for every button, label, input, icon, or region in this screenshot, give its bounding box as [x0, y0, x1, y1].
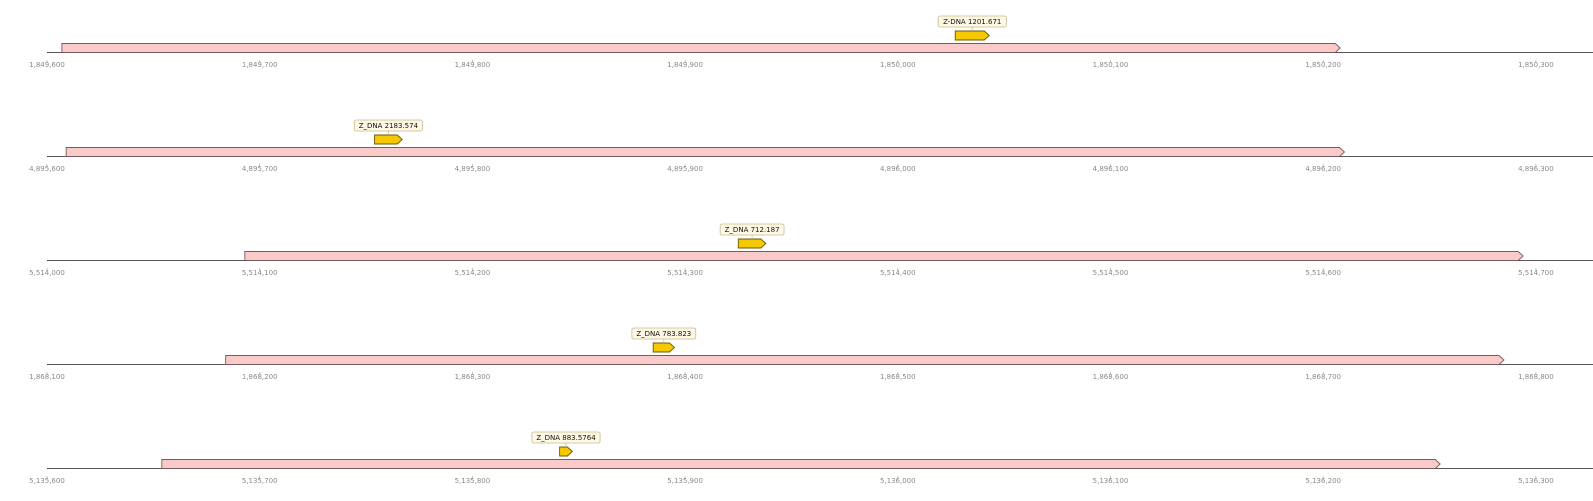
- tick-label: 5,135,800: [455, 477, 491, 485]
- track-3: 5,514,000 5,514,100 5,514,200 5,514,300 5,51…: [29, 223, 1593, 277]
- feature-label-badge[interactable]: [531, 431, 601, 444]
- region-bar[interactable]: [65, 147, 1346, 157]
- tick-label: 1,868,600: [1093, 373, 1129, 381]
- tick-label: 1,868,500: [880, 373, 916, 381]
- feature-arrow[interactable]: [737, 238, 767, 249]
- tick-label: 5,514,400: [880, 269, 916, 277]
- tick-label: 1,849,600: [29, 61, 65, 69]
- tick-label: 1,850,200: [1305, 61, 1341, 69]
- tick-label: 5,135,900: [667, 477, 703, 485]
- track-5: 5,135,600 5,135,700 5,135,800 5,135,900 5,13…: [29, 431, 1593, 485]
- tick-label: 1,868,400: [667, 373, 703, 381]
- tick-label: 5,136,300: [1518, 477, 1554, 485]
- feature-label-badge[interactable]: [937, 15, 1007, 28]
- tick-label: 4,895,800: [455, 165, 491, 173]
- tick-label: 5,514,100: [242, 269, 278, 277]
- tick-label: 1,849,700: [242, 61, 278, 69]
- feature-label: Z_DNA 783.823: [636, 330, 691, 338]
- tick-label: 5,136,000: [880, 477, 916, 485]
- tick-label: 4,896,200: [1305, 165, 1341, 173]
- feature-label: Z_DNA 883.5764: [536, 434, 596, 442]
- feature-arrow[interactable]: [954, 30, 990, 41]
- tick-label: 5,514,600: [1305, 269, 1341, 277]
- tick-label: 1,849,900: [667, 61, 703, 69]
- feature-label: Z-DNA 1201.671: [943, 18, 1001, 26]
- feature-label-badge[interactable]: [353, 119, 423, 132]
- feature-label: Z_DNA 2183.574: [359, 122, 419, 130]
- feature-arrow[interactable]: [374, 134, 403, 145]
- tick-label: 1,868,700: [1305, 373, 1341, 381]
- tick-label: 1,850,100: [1093, 61, 1129, 69]
- tick-label: 5,135,600: [29, 477, 65, 485]
- tick-label: 4,896,100: [1093, 165, 1129, 173]
- tick-label: 5,514,000: [29, 269, 65, 277]
- tick-label: 5,514,200: [455, 269, 491, 277]
- region-bar[interactable]: [61, 43, 1341, 53]
- tick-label: 1,850,000: [880, 61, 916, 69]
- tick-label: 1,868,300: [455, 373, 491, 381]
- tick-label: 5,136,200: [1305, 477, 1341, 485]
- tick-label: 5,514,700: [1518, 269, 1554, 277]
- tick-label: 4,895,600: [29, 165, 65, 173]
- tick-label: 1,850,300: [1518, 61, 1554, 69]
- tick-label: 4,895,900: [667, 165, 703, 173]
- tick-label: 4,895,700: [242, 165, 278, 173]
- feature-label: Z_DNA 712.187: [725, 226, 780, 234]
- tick-label: 1,868,800: [1518, 373, 1554, 381]
- tick-label: 4,896,000: [880, 165, 916, 173]
- tick-label: 4,896,300: [1518, 165, 1554, 173]
- region-bar[interactable]: [225, 355, 1505, 365]
- tick-label: 5,135,700: [242, 477, 278, 485]
- tick-label: 5,514,500: [1093, 269, 1129, 277]
- track-1: 1,849,600 1,849,700 1,849,800 1,849,900 1,85…: [29, 15, 1593, 69]
- tick-label: 1,849,800: [455, 61, 491, 69]
- track-2: 4,895,600 4,895,700 4,895,800 4,895,900 4,89…: [29, 119, 1593, 173]
- tick-label: 1,868,100: [29, 373, 65, 381]
- tick-label: 5,136,100: [1093, 477, 1129, 485]
- tick-label: 1,868,200: [242, 373, 278, 381]
- feature-label-badge[interactable]: [631, 327, 697, 340]
- track-4: 1,868,100 1,868,200 1,868,300 1,868,400 1,86…: [29, 327, 1593, 381]
- feature-arrow[interactable]: [559, 446, 574, 457]
- tick-label: 5,514,300: [667, 269, 703, 277]
- feature-arrow[interactable]: [652, 342, 676, 353]
- feature-label-badge[interactable]: [719, 223, 785, 236]
- region-bar[interactable]: [161, 459, 1441, 469]
- region-bar[interactable]: [244, 251, 1524, 261]
